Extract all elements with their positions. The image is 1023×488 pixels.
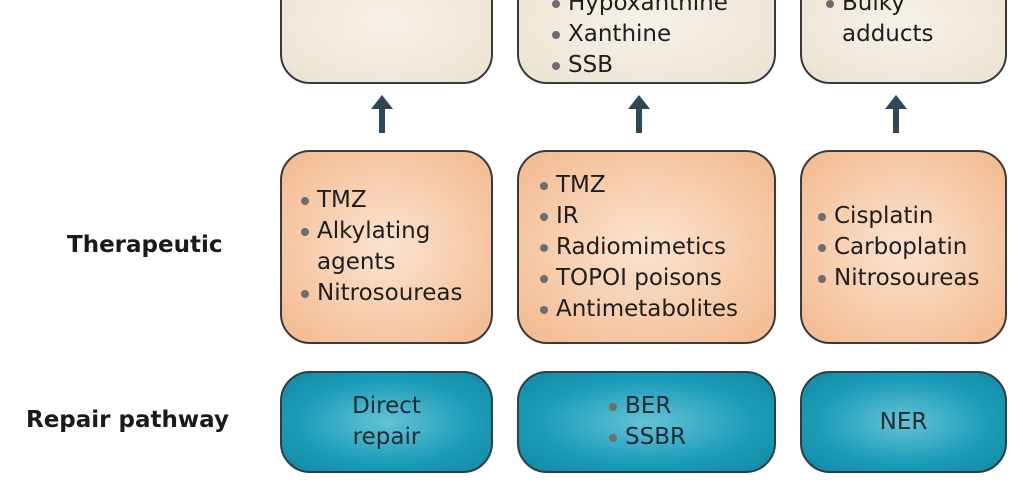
- list-item: Carboplatin: [816, 232, 979, 263]
- lesion-box-ber: Hypoxanthine Xanthine SSB: [517, 0, 776, 84]
- repair-box-direct-repair: Direct repair: [280, 371, 493, 473]
- lesion-list-2: Bulky adducts: [824, 0, 974, 50]
- list-item: Hypoxanthine: [550, 0, 728, 19]
- list-item: Radiomimetics: [538, 232, 738, 263]
- up-arrow-icon: [371, 95, 393, 133]
- therapeutic-list-0: TMZ Alkylating agents Nitrosoureas: [299, 185, 467, 309]
- row-label-therapeutic: Therapeutic: [67, 232, 223, 258]
- list-item: Nitrosoureas: [816, 263, 979, 294]
- repair-label-ner: NER: [879, 408, 928, 435]
- therapeutic-box-ner: Cisplatin Carboplatin Nitrosoureas: [800, 150, 1007, 344]
- repair-box-ner: NER: [800, 371, 1007, 473]
- therapeutic-box-ber: TMZ IR Radiomimetics TOPOI poisons Antim…: [517, 150, 776, 344]
- list-item: BER: [607, 391, 686, 422]
- list-item: SSBR: [607, 422, 686, 453]
- up-arrow-icon: [885, 95, 907, 133]
- list-item: Alkylating agents: [299, 216, 467, 278]
- list-item: SSB: [550, 50, 728, 81]
- therapeutic-box-direct-repair: TMZ Alkylating agents Nitrosoureas: [280, 150, 493, 344]
- row-label-repair-pathway: Repair pathway: [26, 407, 229, 433]
- therapeutic-list-1: TMZ IR Radiomimetics TOPOI poisons Antim…: [538, 170, 738, 325]
- therapeutic-list-2: Cisplatin Carboplatin Nitrosoureas: [816, 201, 979, 294]
- list-item: Bulky adducts: [824, 0, 974, 50]
- up-arrow-icon: [628, 95, 650, 133]
- list-item: Cisplatin: [816, 201, 979, 232]
- lesion-box-ner: Bulky adducts: [800, 0, 1007, 84]
- list-item: TMZ: [538, 170, 738, 201]
- repair-list-ber: BER SSBR: [607, 391, 686, 453]
- list-item: Antimetabolites: [538, 294, 738, 325]
- list-item: TOPOI poisons: [538, 263, 738, 294]
- list-item: TMZ: [299, 185, 467, 216]
- lesion-box-direct-repair: [280, 0, 493, 84]
- lesion-list-1: Hypoxanthine Xanthine SSB: [550, 0, 728, 81]
- list-item: Nitrosoureas: [299, 278, 467, 309]
- list-item: IR: [538, 201, 738, 232]
- repair-box-ber: BER SSBR: [517, 371, 776, 473]
- list-item: Xanthine: [550, 19, 728, 50]
- repair-label-direct-repair: Direct repair: [352, 393, 421, 450]
